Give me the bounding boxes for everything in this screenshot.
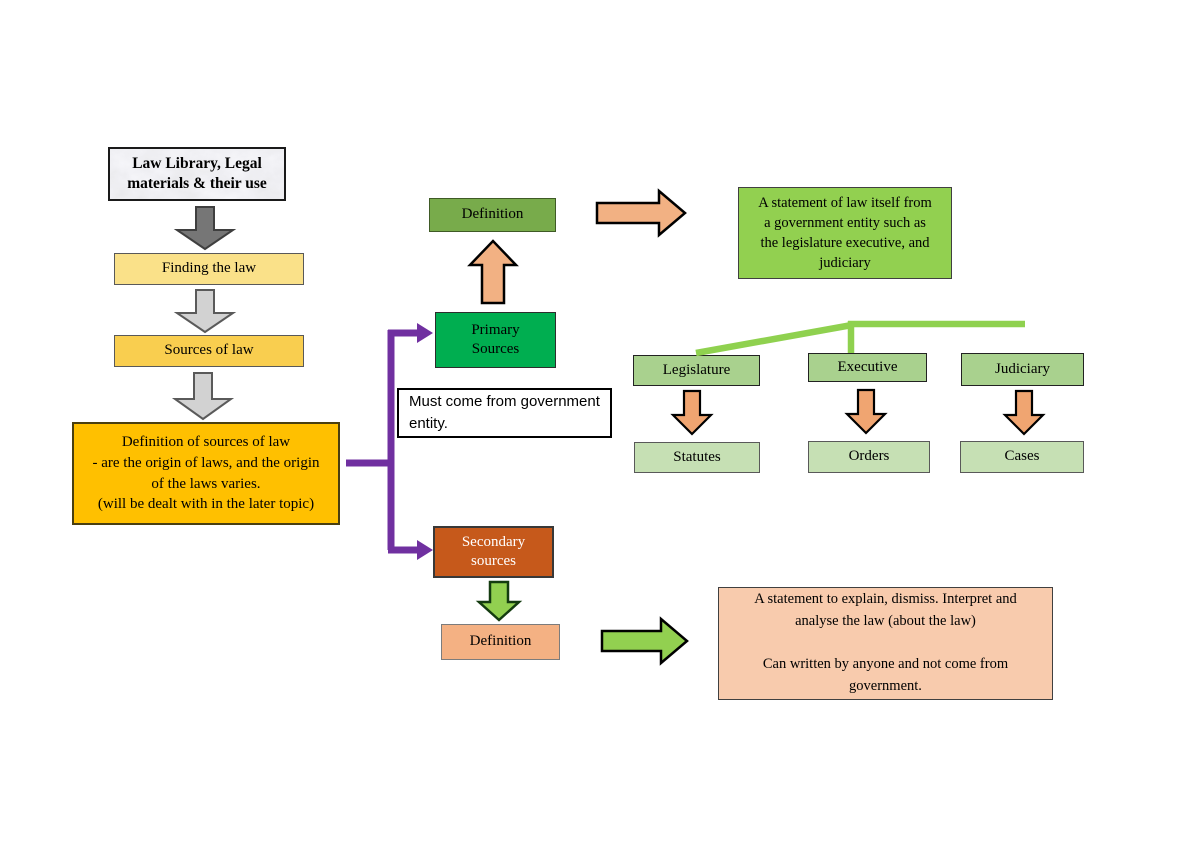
primary-definition-box: Definition — [429, 198, 556, 232]
purple-arrowhead-icon — [417, 540, 433, 560]
legislature-box: Legislature — [633, 355, 760, 386]
orders-label: Orders — [848, 448, 890, 465]
statutes-label: Statutes — [673, 448, 721, 465]
cases-label: Cases — [1004, 448, 1040, 465]
definition-of-sources-box: Definition of sources of law - are the o… — [72, 422, 340, 525]
definition-of-sources-text: Definition of sources of law - are the o… — [92, 434, 320, 513]
orders-box: Orders — [808, 441, 930, 473]
secondary-sources-box: Secondary sources — [433, 526, 554, 578]
down-arrow-dark-gray-icon — [173, 206, 237, 251]
judiciary-label: Judiciary — [995, 360, 1050, 377]
finding-law-label: Finding the law — [161, 260, 257, 277]
right-arrow-green-icon — [600, 616, 689, 666]
down-arrow-green-icon — [475, 580, 523, 622]
secondary-statement-text: A statement to explain, dismiss. Interpr… — [754, 591, 1017, 695]
up-arrow-peach-icon — [467, 239, 519, 305]
government-entity-note-text: Must come from government entity. — [409, 393, 600, 432]
green-entity-connector — [695, 320, 1025, 357]
executive-label: Executive — [837, 358, 898, 375]
sources-of-law-label: Sources of law — [164, 342, 254, 359]
sources-of-law-box: Sources of law — [114, 335, 304, 367]
law-library-box: Law Library, Legal materials & their use — [108, 147, 286, 201]
finding-law-box: Finding the law — [114, 253, 304, 285]
purple-arrowhead-icon — [417, 323, 433, 343]
secondary-definition-box: Definition — [441, 624, 560, 660]
judiciary-box: Judiciary — [961, 353, 1084, 386]
marble-texture — [110, 149, 284, 199]
right-arrow-peach-icon — [595, 188, 687, 238]
primary-statement-box: A statement of law itself from a governm… — [738, 187, 952, 279]
down-arrow-orange-icon — [1002, 389, 1046, 436]
down-arrow-light-gray-icon — [171, 372, 235, 421]
secondary-definition-label: Definition — [469, 633, 532, 650]
statutes-box: Statutes — [634, 442, 760, 473]
down-arrow-orange-icon — [670, 389, 714, 436]
executive-box: Executive — [808, 353, 927, 382]
down-arrow-light-gray-icon — [173, 289, 237, 334]
down-arrow-orange-icon — [844, 388, 888, 435]
primary-definition-label: Definition — [461, 206, 524, 223]
legislature-label: Legislature — [662, 361, 731, 378]
cases-box: Cases — [960, 441, 1084, 473]
secondary-sources-label: Secondary sources — [461, 533, 526, 570]
government-entity-note-box: Must come from government entity. — [397, 388, 612, 438]
law-library-label: Law Library, Legal materials & their use — [127, 154, 267, 192]
primary-statement-text: A statement of law itself from a governm… — [758, 195, 932, 271]
secondary-statement-box: A statement to explain, dismiss. Interpr… — [718, 587, 1053, 700]
primary-sources-box: Primary Sources — [435, 312, 556, 368]
purple-branch-connector — [346, 329, 418, 554]
primary-sources-label: Primary Sources — [471, 321, 520, 358]
